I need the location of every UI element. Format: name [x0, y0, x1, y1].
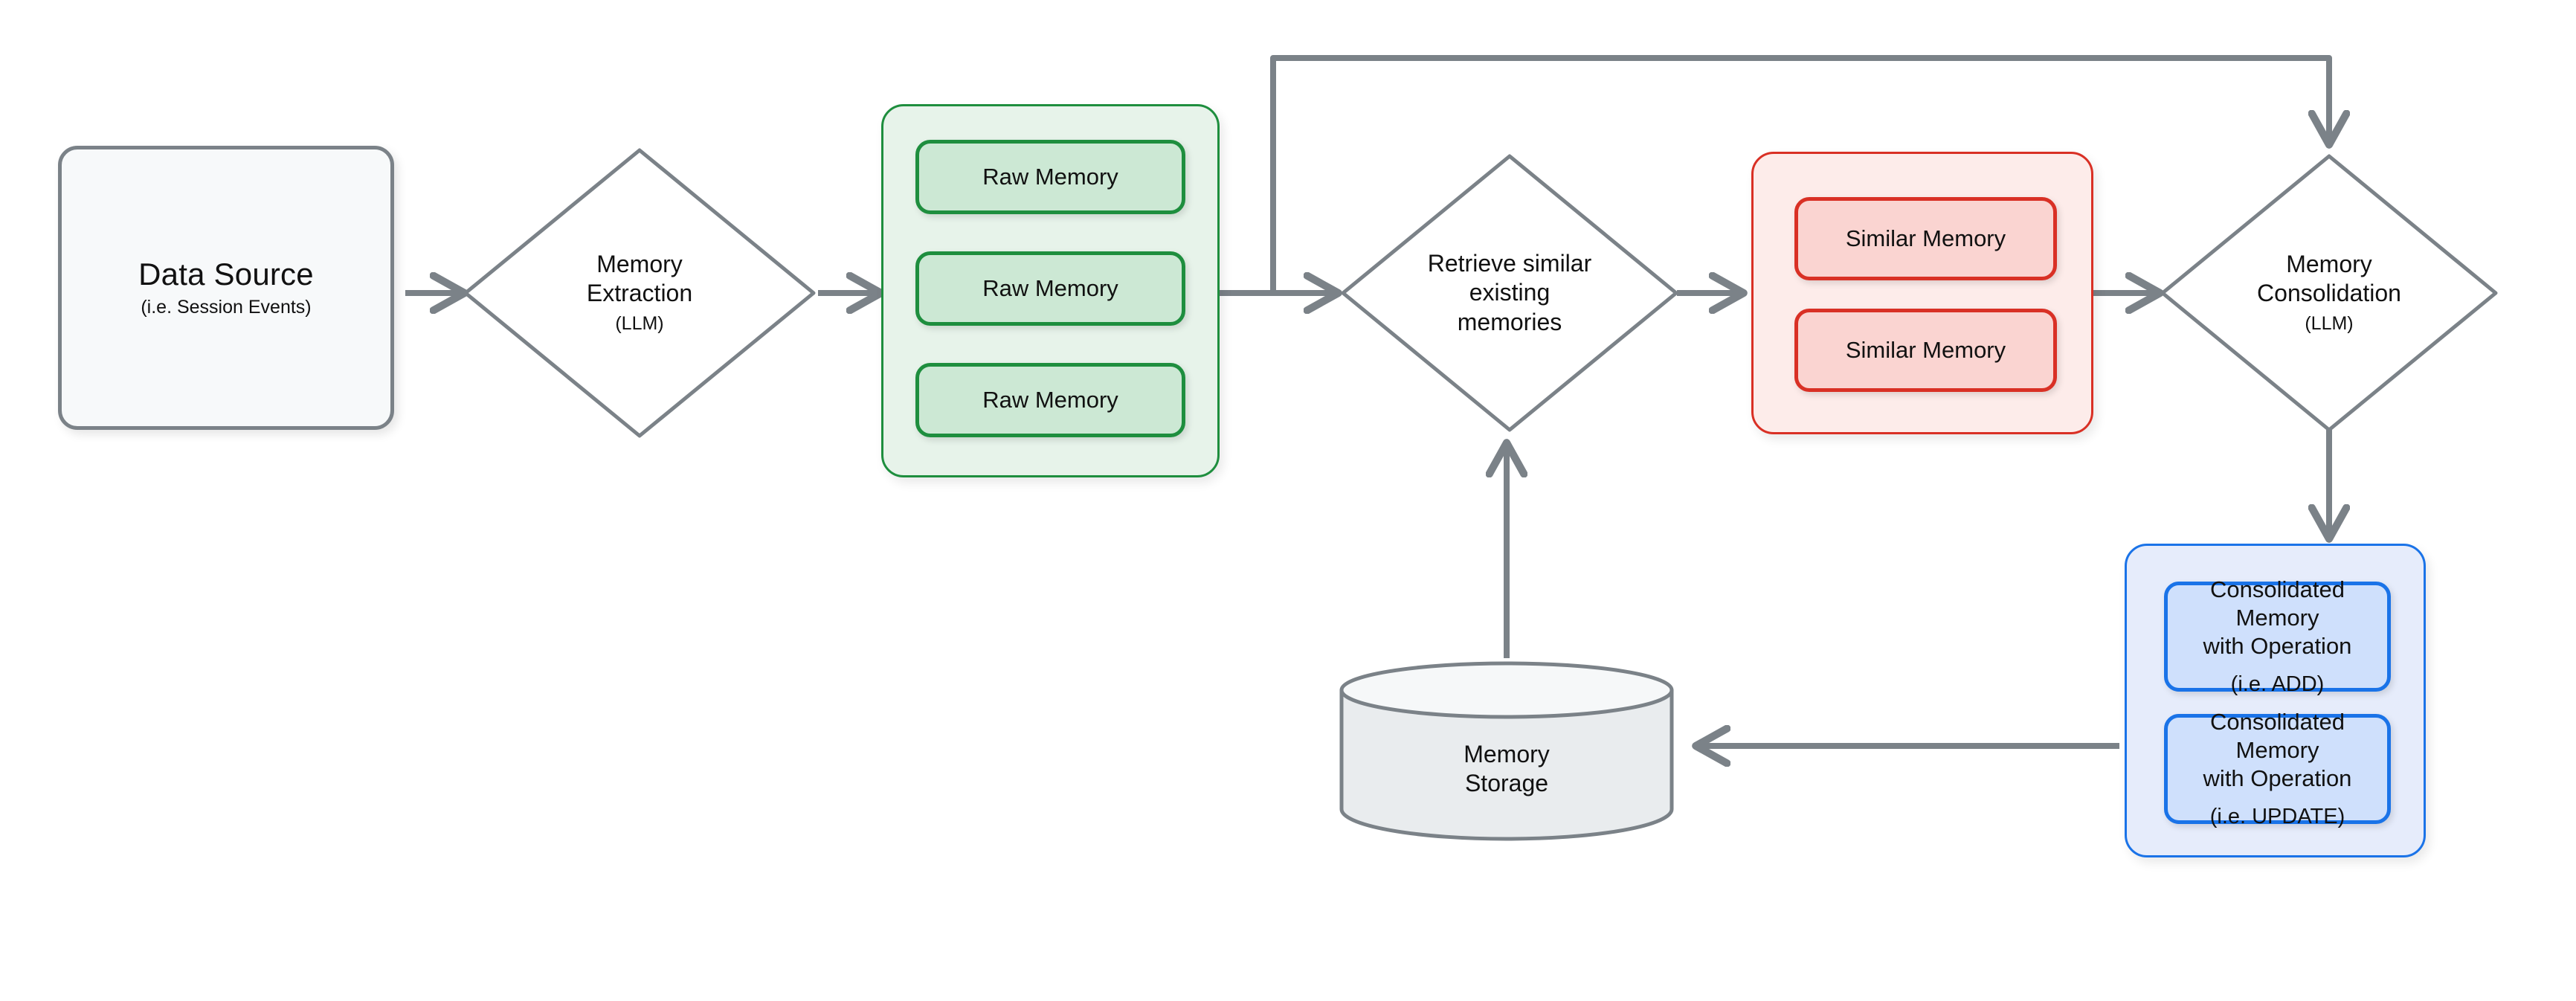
- chip-raw-memory-3-label: Raw Memory: [982, 387, 1118, 413]
- node-data-source[interactable]: Data Source (i.e. Session Events): [58, 146, 394, 430]
- chip-consolidated-update-line2: with Operation: [2203, 765, 2352, 791]
- group-raw-memory: Raw Memory Raw Memory Raw Memory: [881, 104, 1220, 477]
- diamond-shape: [2160, 154, 2498, 432]
- chip-similar-memory-1-label: Similar Memory: [1845, 225, 2006, 252]
- chip-consolidated-update-line1: Consolidated Memory: [2210, 709, 2345, 763]
- chip-raw-memory-1[interactable]: Raw Memory: [915, 140, 1185, 214]
- data-source-title: Data Source: [138, 256, 314, 292]
- data-source-subtitle: (i.e. Session Events): [141, 296, 312, 318]
- node-memory-extraction[interactable]: Memory Extraction (LLM): [461, 146, 818, 440]
- diamond-shape: [463, 148, 816, 438]
- chip-consolidated-add-line2: with Operation: [2203, 632, 2352, 659]
- chip-similar-memory-2-label: Similar Memory: [1845, 337, 2006, 364]
- chip-similar-memory-1[interactable]: Similar Memory: [1794, 197, 2057, 280]
- chip-raw-memory-2[interactable]: Raw Memory: [915, 251, 1185, 326]
- group-similar-memory: Similar Memory Similar Memory: [1751, 152, 2093, 434]
- chip-consolidated-memory-add[interactable]: Consolidated Memory with Operation (i.e.…: [2164, 576, 2391, 696]
- chip-consolidated-memory-update[interactable]: Consolidated Memory with Operation (i.e.…: [2164, 709, 2391, 828]
- chip-similar-memory-2[interactable]: Similar Memory: [1794, 309, 2057, 392]
- chip-consolidated-update-operation: (i.e. UPDATE): [2209, 804, 2345, 828]
- diamond-shape: [1341, 154, 1678, 432]
- cylinder-shape: [1339, 661, 1674, 841]
- chip-consolidated-add-operation: (i.e. ADD): [2230, 672, 2325, 696]
- group-consolidated-memory: Consolidated Memory with Operation (i.e.…: [2125, 544, 2426, 857]
- node-retrieve-similar-memories[interactable]: Retrieve similar existing memories: [1339, 152, 1681, 434]
- node-memory-consolidation[interactable]: Memory Consolidation (LLM): [2158, 152, 2500, 434]
- chip-raw-memory-1-label: Raw Memory: [982, 164, 1118, 190]
- chip-consolidated-add-line1: Consolidated Memory: [2210, 576, 2345, 631]
- node-memory-storage[interactable]: Memory Storage: [1339, 660, 1675, 841]
- chip-raw-memory-3[interactable]: Raw Memory: [915, 363, 1185, 437]
- chip-raw-memory-2-label: Raw Memory: [982, 275, 1118, 302]
